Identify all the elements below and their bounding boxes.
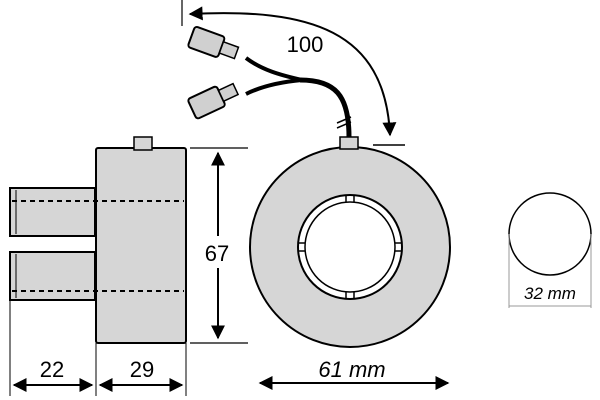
cable-length-dimension: 100 — [181, 0, 405, 146]
length-dimensions: 22 29 — [9, 300, 187, 396]
front-view — [249, 136, 451, 348]
terminal-tab — [133, 136, 153, 151]
diameter-label: 61 mm — [318, 357, 385, 382]
lower-connector — [187, 82, 240, 120]
wiring-harness — [187, 25, 352, 138]
bore-notches — [298, 195, 402, 299]
coil-body — [95, 147, 187, 344]
side-view — [9, 136, 187, 344]
pin-diameter-label: 32 mm — [524, 284, 576, 303]
inner-bore — [297, 194, 403, 300]
pin-diameter-view: 32 mm — [508, 192, 592, 308]
bore-lip — [304, 201, 396, 293]
lower-tube — [9, 251, 96, 301]
tube-length-label: 22 — [40, 357, 64, 382]
cable-terminal — [339, 136, 359, 150]
height-dimension: 67 — [190, 147, 248, 344]
diameter-dimension: 61 mm — [258, 357, 450, 390]
upper-tube — [9, 187, 96, 237]
height-label: 67 — [205, 241, 229, 266]
cable-length-label: 100 — [287, 32, 324, 57]
pin-circle — [508, 192, 592, 276]
upper-connector — [187, 25, 240, 60]
body-length-label: 29 — [130, 357, 154, 382]
